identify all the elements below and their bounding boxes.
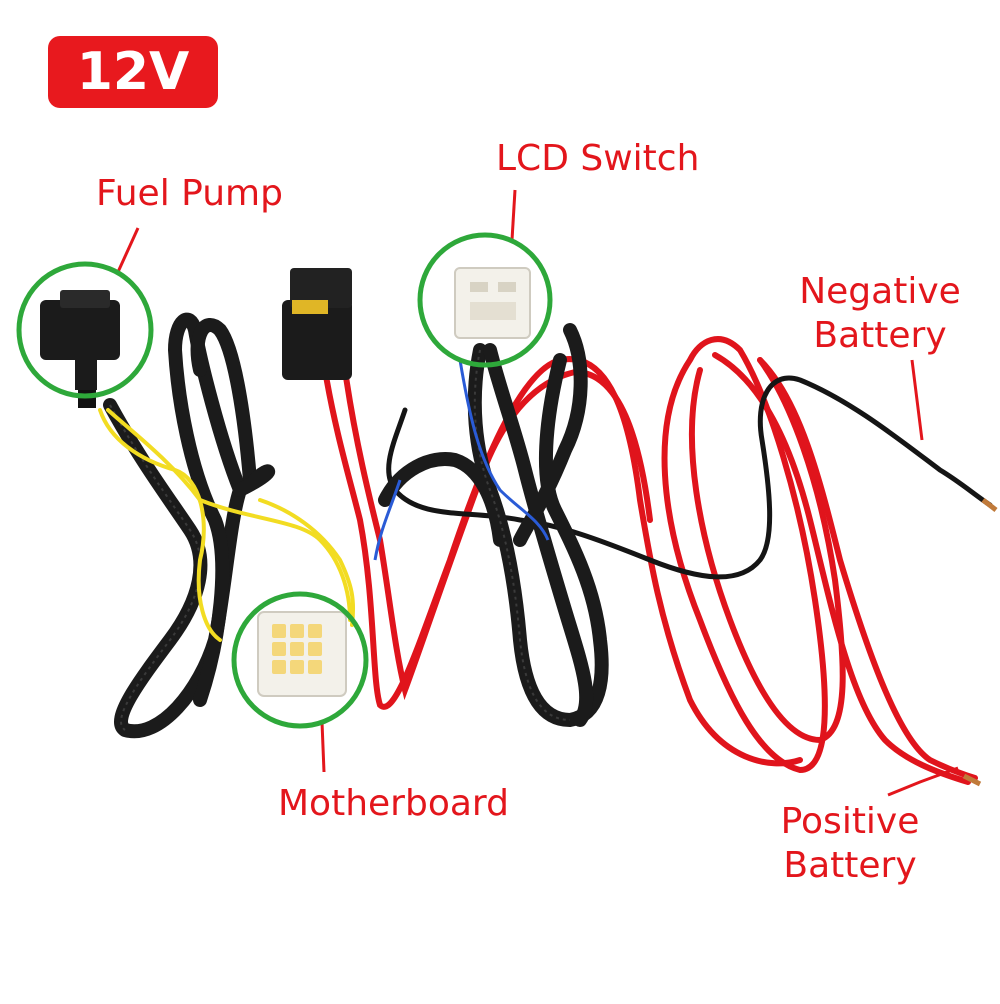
voltage-badge-text: 12V [76, 42, 190, 102]
highlight-rings [16, 232, 553, 729]
motherboard-highlight-ring [231, 591, 369, 729]
fuel-pump-leader [116, 227, 140, 273]
positive-wire-tip [962, 773, 982, 787]
yellow-wires [98, 408, 356, 642]
negative-battery-label-line1: Negative [799, 271, 961, 312]
fuel-pump-highlight-ring [16, 261, 154, 399]
motherboard-leader [320, 721, 326, 773]
voltage-badge: 12V [48, 36, 218, 108]
relay-connector [282, 268, 352, 380]
lcd-switch-connector [454, 267, 531, 339]
positive-battery-leader [887, 766, 959, 797]
blue-wires [373, 359, 550, 561]
lcd-switch-leader [510, 189, 517, 241]
negative-battery-leader [910, 359, 924, 441]
motherboard-label: Motherboard [278, 783, 509, 824]
negative-wire-tip [981, 498, 998, 512]
negative-battery-label-line2: Battery [813, 315, 947, 356]
braid-texture [109, 349, 571, 731]
motherboard-connector [257, 611, 347, 697]
fuel-pump-label: Fuel Pump [96, 173, 283, 214]
positive-battery-label-line2: Battery [783, 845, 917, 886]
negative-battery-wire [386, 375, 993, 580]
lcd-switch-label: LCD Switch [496, 138, 700, 179]
lcd-switch-highlight-ring [417, 232, 553, 368]
positive-battery-label-line1: Positive [780, 801, 920, 842]
